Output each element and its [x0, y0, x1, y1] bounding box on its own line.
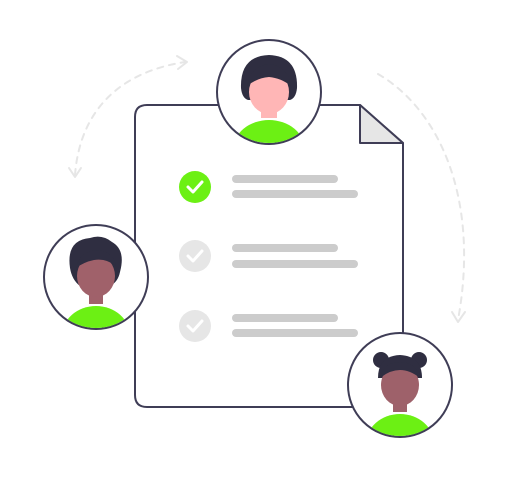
check-circle-icon: [179, 240, 211, 272]
text-line: [232, 244, 338, 252]
bangs: [76, 250, 116, 268]
text-line: [232, 260, 358, 268]
check-circle-icon: [179, 171, 211, 203]
checklist: [179, 171, 358, 342]
checkmark-icon: [186, 180, 204, 194]
document-folded-corner: [359, 104, 404, 144]
text-line: [232, 190, 358, 198]
face: [249, 70, 289, 114]
arrowhead-left-end-icon: [68, 167, 82, 178]
bangs: [247, 64, 291, 86]
arrow-top-left: [74, 61, 186, 176]
arrowhead-right-icon: [451, 311, 466, 323]
face: [381, 364, 419, 406]
bangs: [380, 362, 420, 378]
shirt: [233, 120, 305, 143]
checkmark-icon: [186, 319, 204, 333]
shirt: [366, 414, 434, 436]
arrow-heads: [68, 55, 466, 323]
text-line: [232, 329, 358, 337]
check-circle-icon: [179, 310, 211, 342]
face: [77, 255, 115, 297]
arrow-right: [377, 73, 466, 321]
avatar-bottom-right: [347, 332, 453, 438]
dashed-arrows: [74, 61, 466, 321]
checkmark-icon: [186, 249, 204, 263]
shirt: [62, 306, 130, 328]
checklist-item: [179, 171, 358, 203]
checklist-item: [179, 240, 358, 272]
text-line: [232, 175, 338, 183]
arrowhead-top-left-icon: [176, 55, 188, 70]
avatar-top: [216, 39, 322, 145]
checklist-item: [179, 310, 358, 342]
avatar-left: [43, 224, 149, 330]
text-line: [232, 314, 338, 322]
